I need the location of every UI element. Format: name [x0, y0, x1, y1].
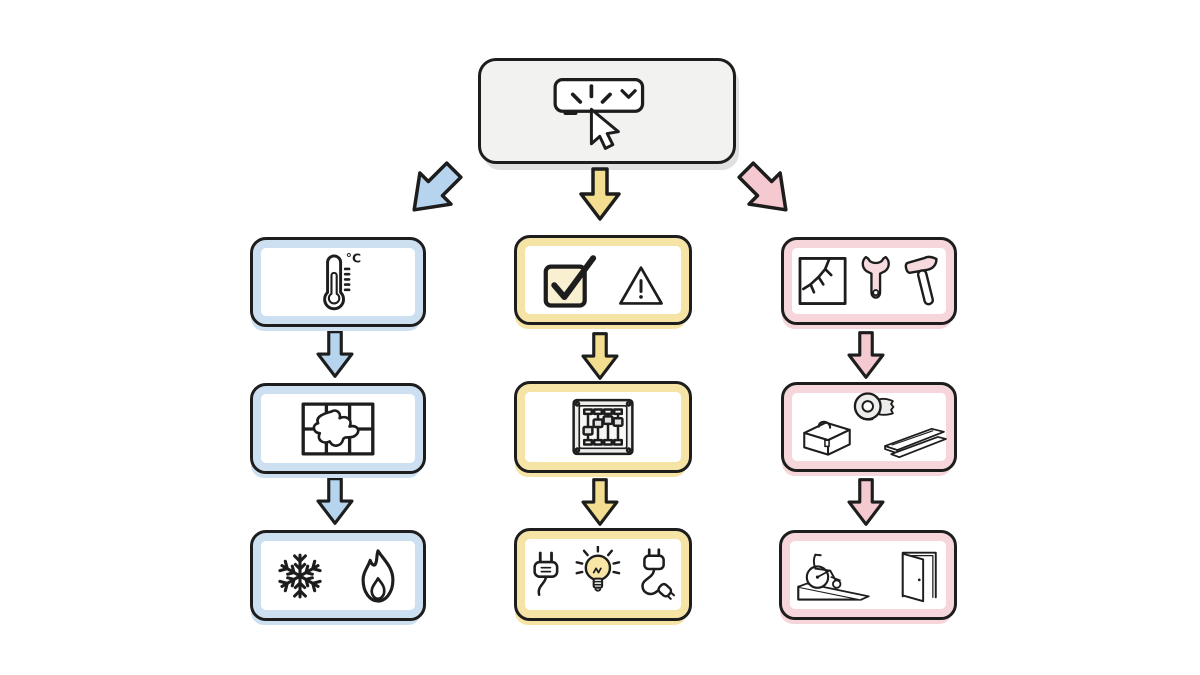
- node-temperature: °C: [250, 237, 426, 327]
- node-inspection: [514, 235, 692, 325]
- hammer-icon: [904, 255, 938, 306]
- floor-plan-grid-icon: [301, 401, 375, 456]
- root-node-button-click: [478, 58, 736, 164]
- checkbox-checked-icon: [543, 255, 597, 308]
- connector-arrow-pink-1: [847, 331, 885, 379]
- thermometer-icon: °C: [323, 252, 361, 311]
- warning-triangle-icon: [619, 266, 663, 305]
- lumber-planks-icon: [884, 427, 947, 459]
- power-plug-icon: [533, 551, 559, 596]
- wrench-icon: [861, 255, 891, 299]
- connector-arrow-yellow-1: [581, 332, 619, 380]
- node-heating-cooling: [250, 530, 426, 621]
- click-sparkles-icon: [563, 84, 612, 115]
- node-breaker-panel: [514, 381, 692, 473]
- cursor-pointer-icon: [589, 107, 620, 150]
- node-floor-plan: [250, 383, 426, 474]
- wheelchair-ramp-icon: [797, 553, 870, 601]
- chevron-down-icon: [620, 89, 637, 99]
- branch-arrow-pink: [737, 161, 788, 212]
- node-power-lighting: [514, 528, 692, 621]
- node-damage-repair: [781, 237, 957, 325]
- tape-roll-icon: [853, 392, 895, 421]
- connector-arrow-pink-2: [847, 478, 885, 526]
- button-cursor-icon: [553, 77, 645, 150]
- plug-with-cord-icon: [640, 547, 675, 600]
- snowflake-icon: [277, 553, 323, 598]
- connector-arrow-blue-2: [316, 477, 354, 525]
- branch-arrow-blue: [412, 161, 463, 212]
- connector-arrow-yellow-2: [581, 478, 619, 526]
- branch-arrow-yellow: [579, 167, 621, 221]
- flame-icon: [361, 548, 395, 603]
- lightbulb-icon: [575, 545, 621, 592]
- celsius-label: °C: [346, 252, 361, 265]
- breaker-panel-icon: [572, 398, 634, 456]
- cracked-pane-icon: [798, 257, 847, 305]
- connector-arrow-blue-1: [316, 330, 354, 378]
- node-materials: [781, 382, 957, 472]
- node-accessibility: [779, 530, 957, 620]
- open-door-icon: [902, 551, 938, 603]
- toolbox-icon: [803, 420, 851, 456]
